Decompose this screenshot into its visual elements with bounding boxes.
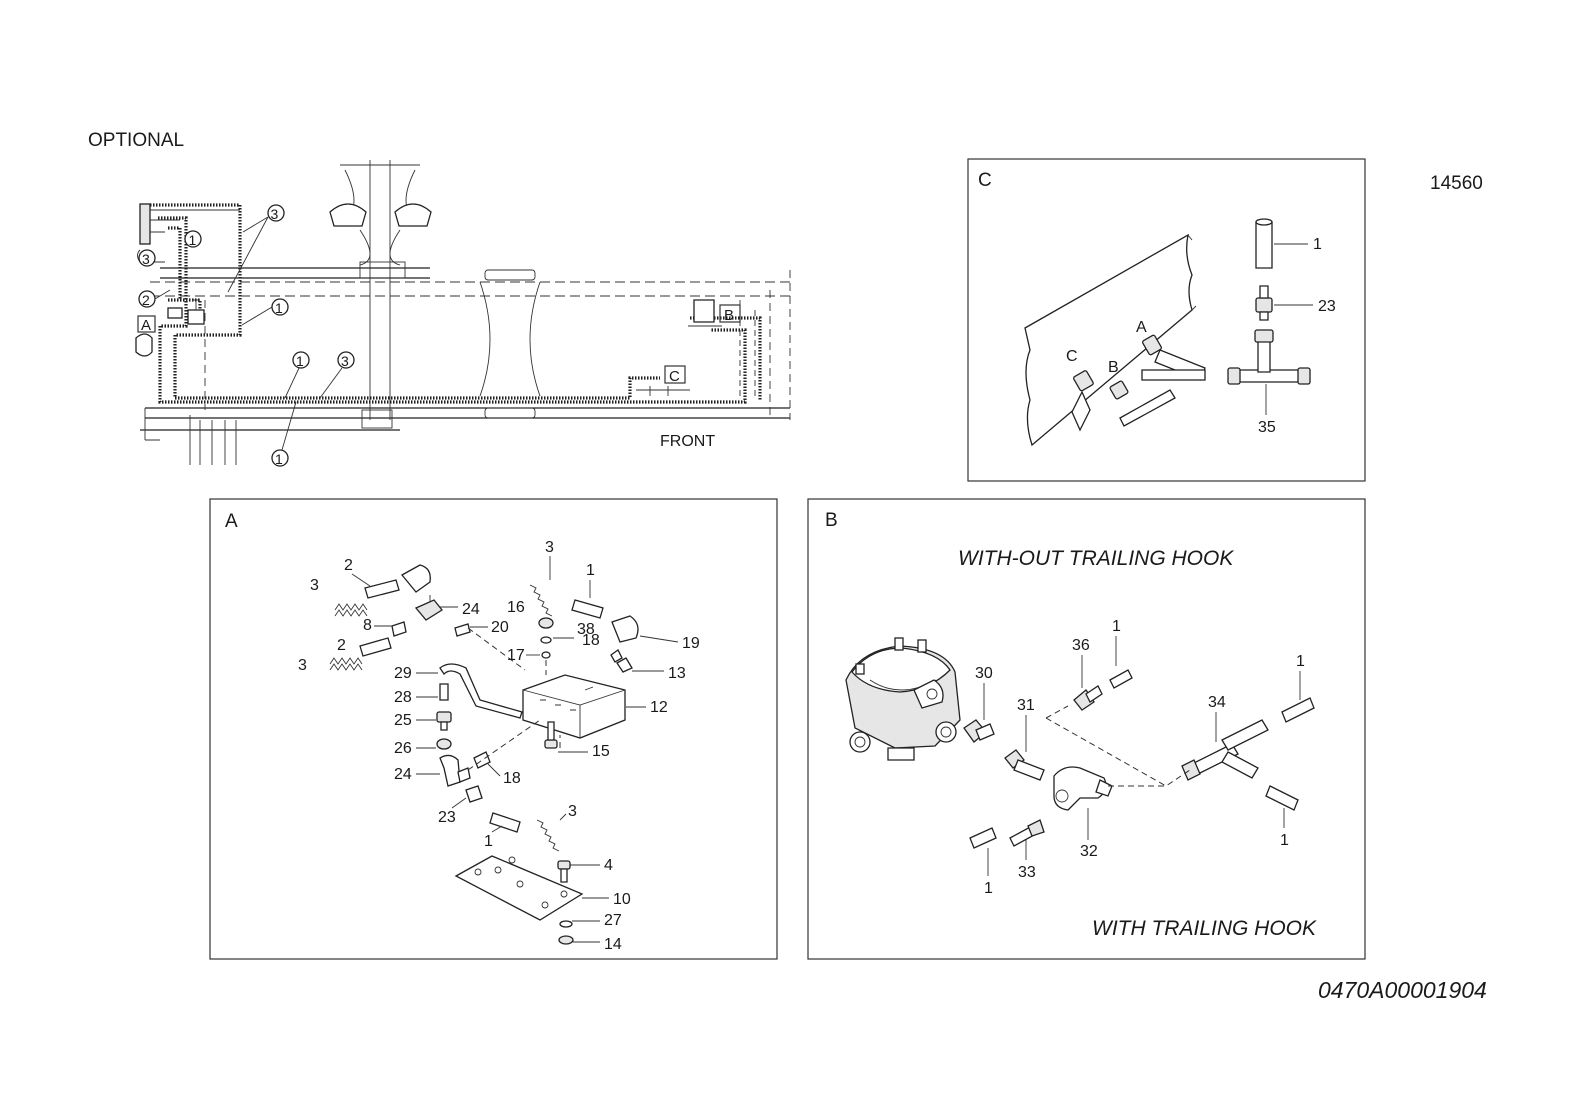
detail-b-part-34: 34 [1208, 694, 1226, 711]
detail-c-part-23: 23 [1318, 298, 1336, 315]
detail-a-part-2: 2 [344, 557, 353, 574]
detail-a-part-12: 12 [650, 699, 668, 716]
callout-2: 2 [142, 292, 150, 308]
detail-a-part-23: 23 [438, 809, 456, 826]
detail-a-part-14: 14 [604, 936, 622, 953]
detail-a-part-3: 3 [568, 803, 577, 820]
detail-a-part-13: 13 [668, 665, 686, 682]
detail-b-part-1: 1 [1280, 832, 1289, 849]
callout-1: 1 [189, 232, 197, 248]
detail-a-part-10: 10 [613, 891, 631, 908]
detail-b-part-36: 36 [1072, 637, 1090, 654]
callout-1: 1 [296, 353, 304, 369]
optional-label: OPTIONAL [88, 130, 184, 151]
detail-a-part-18: 18 [503, 770, 521, 787]
detail-a-part-15: 15 [592, 743, 610, 760]
detail-a-panel: A [209, 498, 778, 960]
detail-a-part-16: 16 [507, 599, 525, 616]
overview-tag-c: C [669, 368, 680, 385]
detail-a-part-19: 19 [682, 635, 700, 652]
overview-tag-b: B [724, 307, 734, 324]
detail-b-part-33: 33 [1018, 864, 1036, 881]
detail-a-part-3: 3 [545, 539, 554, 556]
detail-c-port-c: C [1066, 348, 1078, 365]
drawing-code: 0470A00001904 [1318, 977, 1487, 1003]
callout-1: 1 [275, 300, 283, 316]
detail-b-part-32: 32 [1080, 843, 1098, 860]
front-label: FRONT [660, 433, 715, 450]
overview-tag-a: A [141, 317, 151, 334]
detail-c-title: C [978, 170, 992, 191]
caption-without-trailing-hook: WITH-OUT TRAILING HOOK [958, 547, 1234, 570]
detail-a-part-1: 1 [484, 833, 493, 850]
detail-a-part-29: 29 [394, 665, 412, 682]
detail-c-part-35: 35 [1258, 419, 1276, 436]
detail-a-part-3: 3 [298, 657, 307, 674]
detail-b-part-1: 1 [1296, 653, 1305, 670]
callout-1: 1 [275, 451, 283, 467]
detail-a-part-24: 24 [394, 766, 412, 783]
reference-number: 14560 [1430, 173, 1483, 194]
detail-b-part-1: 1 [1112, 618, 1121, 635]
callout-3: 3 [271, 206, 279, 222]
chassis-overview: 3 1 3 2 1 1 3 1 A B C FRON [135, 160, 791, 467]
detail-c-panel: C A C B 1 23 35 [967, 158, 1366, 482]
detail-c-port-b: B [1108, 359, 1119, 376]
callout-3: 3 [341, 353, 349, 369]
detail-a-part-8: 8 [363, 617, 372, 634]
detail-a-part-2: 2 [337, 637, 346, 654]
detail-c-part-1: 1 [1313, 236, 1322, 253]
detail-b-panel: B WITH-OUT TRAILING HOOK WITH TRAILING H… [807, 498, 1366, 960]
caption-with-trailing-hook: WITH TRAILING HOOK [1092, 917, 1317, 940]
detail-b-part-31: 31 [1017, 697, 1035, 714]
detail-a-part-3: 3 [310, 577, 319, 594]
detail-a-part-25: 25 [394, 712, 412, 729]
detail-a-part-17: 17 [507, 647, 525, 664]
detail-a-part-24: 24 [462, 601, 480, 618]
detail-c-port-a: A [1136, 319, 1147, 336]
detail-a-part-38: 38 [577, 621, 595, 638]
detail-b-title: B [825, 510, 838, 531]
detail-a-part-1: 1 [586, 562, 595, 579]
detail-a-part-18: 18 [582, 632, 600, 649]
detail-a-part-28: 28 [394, 689, 412, 706]
detail-b-part-30: 30 [975, 665, 993, 682]
detail-b-part-1: 1 [984, 880, 993, 897]
detail-a-part-20: 20 [491, 619, 509, 636]
detail-a-title: A [225, 511, 238, 532]
callout-3: 3 [142, 251, 150, 267]
detail-a-part-27: 27 [604, 912, 622, 929]
overview-callouts: 3 1 3 2 1 1 3 1 [138, 204, 355, 467]
detail-a-part-4: 4 [604, 857, 613, 874]
detail-a-part-26: 26 [394, 740, 412, 757]
